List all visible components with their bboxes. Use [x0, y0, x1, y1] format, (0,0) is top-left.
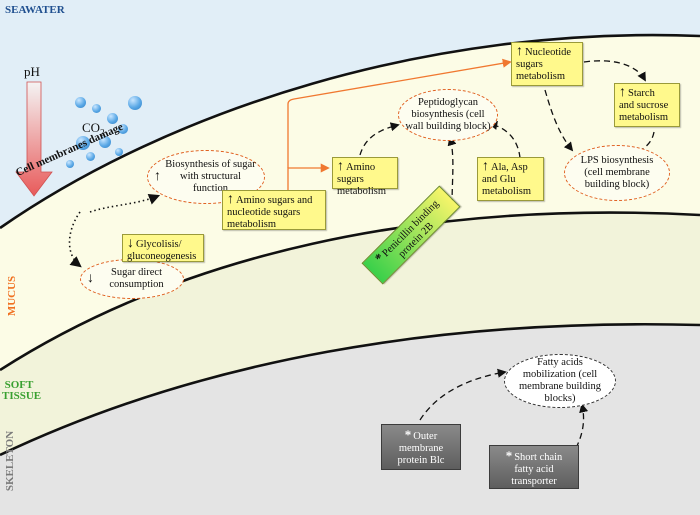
fatty-acids-node: Fatty acids mobilization (cell membrane … — [504, 354, 616, 408]
arrow-outer-membrane-to-fatty-acids — [419, 368, 507, 421]
nucleotide-sugars-node: Nucleotide sugars metabolism — [511, 42, 583, 86]
sugar-direct-node: Sugar direct consumption — [80, 259, 184, 299]
zone-label-skeleton: SKELETON — [4, 430, 16, 492]
co2-bubble — [118, 124, 128, 134]
zone-label-seawater: SEAWATER — [5, 4, 65, 16]
short-chain-node: *Short chain fatty acid transporter — [489, 445, 579, 489]
membrane-line — [0, 33, 700, 230]
co2-bubble — [115, 148, 123, 156]
ph-label: pH — [24, 64, 40, 79]
arrow-amino-to-nucleotide — [287, 58, 512, 168]
lps-node: LPS biosynthesis (cell membrane building… — [564, 145, 670, 201]
arrow-amino-sugars-to-peptidoglycan — [359, 122, 400, 156]
arrow-damage-to-biosynthesis — [89, 194, 161, 213]
arrow-penicillin-to-peptidoglycan — [447, 136, 457, 206]
arrow-nucleotide-to-lps — [544, 89, 574, 152]
co2-bubble — [86, 152, 95, 161]
outer-membrane-node: *Outer membrane protein Blc — [381, 424, 461, 470]
co2-bubble — [66, 160, 74, 168]
ala-asp-glu-node: Ala, Asp and Glu metabolism — [477, 157, 544, 201]
co2-bubble — [128, 96, 142, 110]
arrow-starch-to-lps — [630, 131, 655, 157]
co2-label: CO2 — [82, 120, 105, 138]
mucus-tissue-line — [0, 211, 700, 372]
peptidoglycan-node: Peptidoglycan biosynthesis (cell wall bu… — [398, 89, 498, 141]
co2-bubble — [107, 113, 118, 124]
arrow-nucleotide-to-starch — [583, 60, 646, 82]
glycolisis-node: Glycolisis/ gluconeogenesis — [122, 234, 204, 262]
amino-nucleotide-node: Amino sugars and nucleotide sugars metab… — [222, 190, 326, 230]
co2-bubble — [76, 136, 90, 150]
arrow-damage-to-sugar-direct — [68, 211, 82, 268]
co2-bubble — [92, 104, 101, 113]
arrow-short-chain-to-fatty-acids — [575, 403, 589, 449]
zone-label-mucus: MUCUS — [6, 275, 18, 317]
co2-bubble — [99, 136, 111, 148]
starch-sucrose-node: Starch and sucrose metabolism — [614, 83, 680, 127]
tissue-skeleton-line — [0, 322, 700, 457]
amino-sugars-node: Amino sugars metabolism — [332, 157, 398, 197]
zone-label-soft-tissue: SOFT TISSUE — [2, 379, 42, 402]
co2-bubble — [75, 97, 86, 108]
ph-arrow — [15, 81, 53, 197]
